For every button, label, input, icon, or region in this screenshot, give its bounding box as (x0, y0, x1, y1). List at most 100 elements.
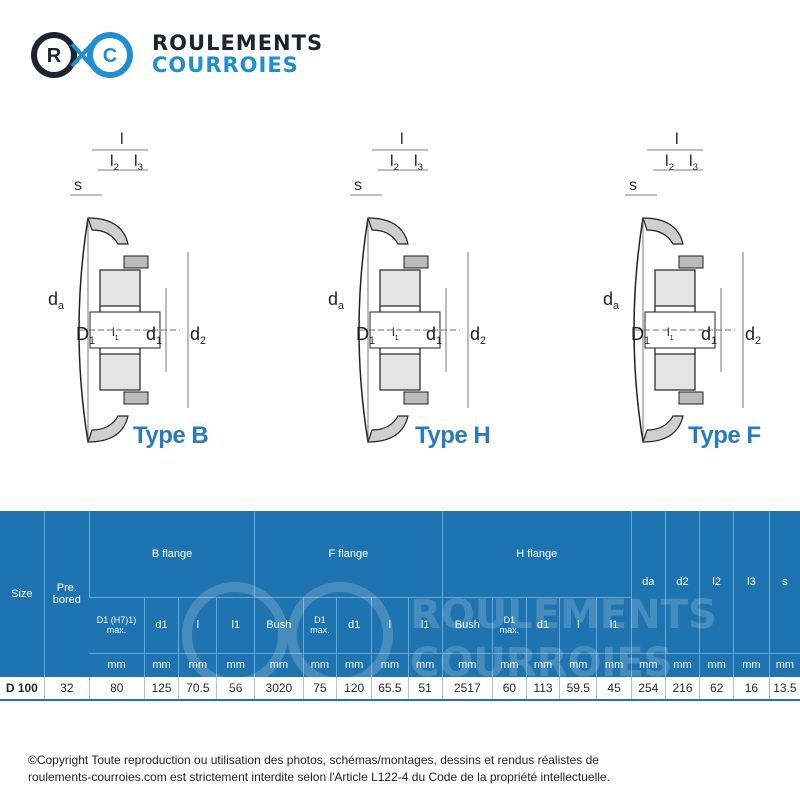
dim-D1-label: D1 (76, 324, 95, 347)
dim-D1-label: D1 (356, 324, 375, 347)
dim-d1-label: d1 (426, 324, 442, 347)
dim-s-label: s (74, 177, 82, 194)
unit-cell: mm (630, 652, 666, 677)
dim-l2-label: l2 (110, 153, 119, 173)
dim-l2-label: l2 (390, 153, 399, 173)
dim-da-label: da (48, 289, 64, 312)
prebored-header: Pre. bored (43, 511, 90, 677)
dim-l1-label: l1 (667, 325, 674, 342)
dim-l3-label: l3 (689, 153, 698, 173)
unit-cell: mm (699, 652, 734, 677)
bolt-bottom (678, 391, 704, 405)
value-cell: 59.5 (559, 677, 597, 701)
value-cell: 13.5 (768, 677, 800, 701)
type-h-label: Type H (415, 422, 491, 449)
unit-cell: mm (492, 652, 527, 677)
unit-cell: mm (596, 652, 632, 677)
unit-cell: mm (216, 652, 255, 677)
copyright-notice: ©Copyright Toute reproduction ou utilisa… (28, 752, 788, 786)
l3-header: l3 (733, 511, 770, 653)
unit-cell: mm (441, 652, 493, 677)
value-cell: 60 (492, 677, 527, 701)
dim-l-label: l (675, 131, 679, 148)
b-d1-max-header: D1 (H7)1) max. (89, 596, 145, 653)
f-bush-header: Bush (254, 596, 304, 653)
b-l1-header: l1 (216, 596, 255, 653)
flange-top (367, 217, 409, 245)
type-f-label: Type F (688, 422, 761, 449)
rim-line (78, 217, 89, 443)
unit-cell: mm (89, 652, 145, 677)
unit-cell: mm (178, 652, 217, 677)
value-cell: 56 (216, 677, 255, 701)
logo-badge-icon: R C (31, 32, 133, 78)
value-cell: 70.5 (178, 677, 217, 701)
flange-top (87, 217, 129, 245)
copyright-line1: ©Copyright Toute reproduction ou utilisa… (28, 753, 599, 767)
value-cell: 120 (336, 677, 372, 701)
value-cell: 3020 (254, 677, 304, 701)
dim-d2-label: d2 (190, 324, 206, 347)
brand-name: ROULEMENTS COURROIES (152, 32, 323, 76)
h-l-header: l (559, 596, 597, 653)
unit-cell: mm (768, 652, 800, 677)
unit-cell: mm (407, 652, 443, 677)
logo-r: R (47, 45, 62, 67)
unit-cell: mm (370, 652, 409, 677)
rim-line (633, 217, 644, 443)
d2-header: d2 (664, 511, 700, 653)
pulley-drawing-f (625, 149, 744, 443)
da-header: da (630, 511, 666, 653)
rim-line (358, 217, 369, 443)
unit-cell: mm (664, 652, 700, 677)
value-cell: 75 (302, 677, 337, 701)
f-l1-header: l1 (407, 596, 443, 653)
value-cell: 113 (525, 677, 560, 701)
h-bush-header: Bush (441, 596, 493, 653)
size-cell: D 100 (0, 677, 45, 701)
pulley-drawing-b (70, 149, 189, 443)
value-cell: 2517 (441, 677, 493, 701)
dim-l2-label: l2 (665, 153, 674, 173)
bolt-top (403, 255, 429, 269)
value-cell: 125 (143, 677, 179, 701)
b-l-header: l (178, 596, 217, 653)
bolt-top (123, 255, 149, 269)
dim-d2-label: d2 (745, 324, 761, 347)
value-cell: 216 (664, 677, 700, 701)
value-cell: 45 (596, 677, 632, 701)
logo-c: C (103, 45, 117, 67)
dim-l3-label: l3 (414, 153, 423, 173)
h-d1-max-header: D1 max. (492, 596, 527, 653)
bolt-bottom (123, 391, 149, 405)
s-header: s (768, 511, 800, 653)
flange-top (642, 217, 684, 245)
flange-bottom (87, 415, 129, 443)
unit-cell: mm (525, 652, 560, 677)
dimension-table: Size Pre. bored B flange F flange H flan… (0, 511, 800, 701)
unit-cell: mm (143, 652, 179, 677)
l2-header: l2 (699, 511, 734, 653)
brand-line1: ROULEMENTS (152, 31, 324, 55)
value-cell: 62 (699, 677, 734, 701)
f-l-header: l (370, 596, 409, 653)
h-flange-header: H flange (441, 511, 632, 597)
unit-cell: mm (733, 652, 770, 677)
value-cell: 32 (43, 677, 90, 701)
dim-d1-label: d1 (701, 324, 717, 347)
dim-l-label: l (400, 131, 404, 148)
value-cell: 80 (88, 677, 145, 701)
f-d1-max-header: D1 max. (302, 596, 337, 653)
flange-bottom (367, 415, 409, 443)
unit-cell: mm (559, 652, 597, 677)
size-header: Size (0, 511, 45, 677)
dim-l-label: l (120, 131, 124, 148)
unit-cell: mm (336, 652, 372, 677)
dim-d1-label: d1 (146, 324, 162, 347)
f-d1-header: d1 (336, 596, 372, 653)
type-b-label: Type B (133, 422, 209, 449)
h-l1-header: l1 (596, 596, 632, 653)
brand-line2: COURROIES (152, 53, 299, 77)
f-flange-header: F flange (254, 511, 443, 597)
